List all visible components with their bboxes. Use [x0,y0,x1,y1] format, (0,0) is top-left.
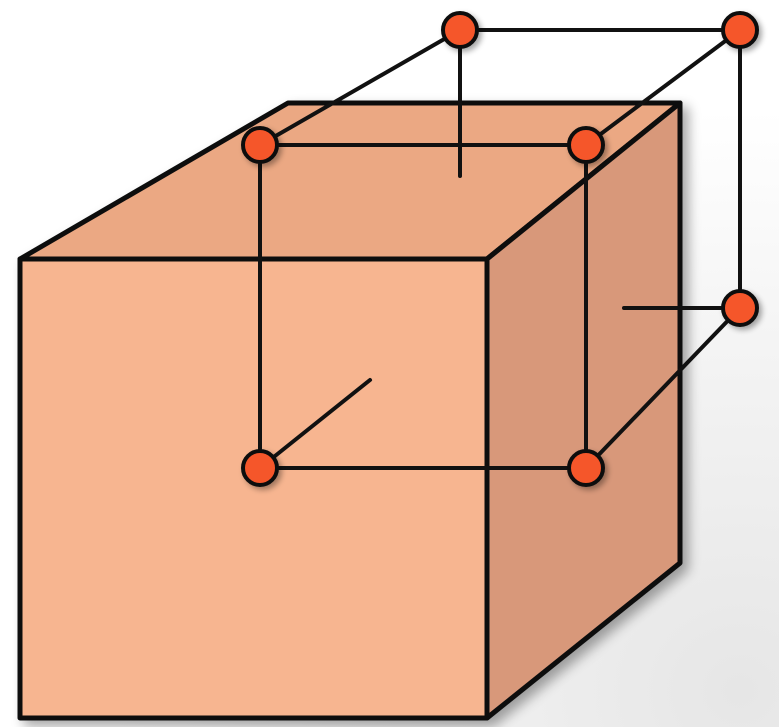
node-front-bottom-right [567,449,605,487]
graph-edges [258,28,742,470]
node-front-top-left [241,126,279,164]
node-front-bottom-left [241,449,279,487]
edge-stub-bottom-left-diag [258,378,372,470]
node-back-top-left [441,11,479,49]
node-front-top-right [567,126,605,164]
edge-diag-top-left [258,28,462,147]
cube [17,100,683,721]
node-back-middle-right [721,289,759,327]
node-back-top-right [721,11,759,49]
edge-diag-bottom-right [584,306,742,470]
cube-front-face [17,256,490,721]
edge-diag-top-right [584,28,742,147]
graph-nodes [241,11,759,487]
